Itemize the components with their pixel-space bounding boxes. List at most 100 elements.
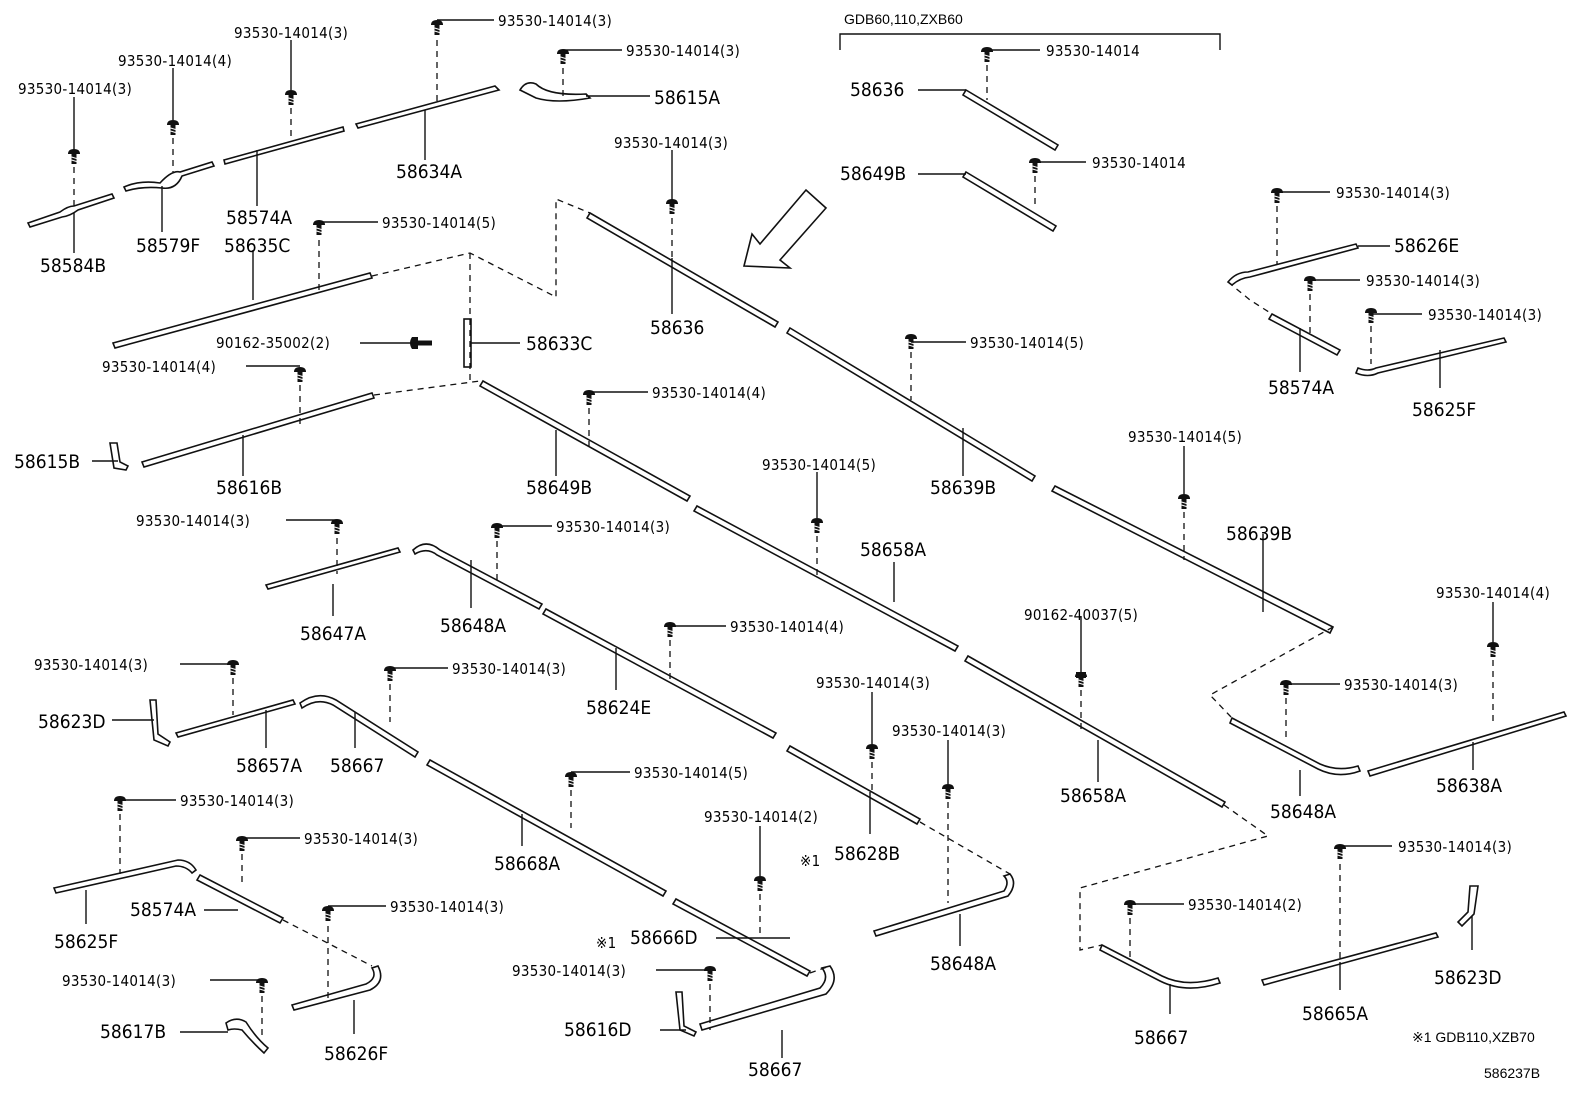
part-label: 58574A <box>226 207 292 229</box>
bracket-58623d-right <box>1456 885 1479 928</box>
screw-icon <box>67 148 81 165</box>
diagram-id: 586237B <box>1484 1065 1540 1081</box>
assembly-dashed-lines <box>73 40 1494 1040</box>
fastener-label: 90162-35002(2) <box>216 334 330 352</box>
strip-58636-alt <box>961 88 1060 152</box>
part-label: 58616D <box>564 1019 632 1041</box>
part-label: 58584B <box>40 255 106 277</box>
part-label: 58634A <box>396 161 462 183</box>
fastener-label: 93530-14014(5) <box>382 214 496 232</box>
strip-58635c <box>111 272 374 349</box>
screw-icon <box>564 771 578 788</box>
part-label: 58648A <box>1270 801 1336 823</box>
strip-58625f-left <box>52 859 198 894</box>
footnote: ※1 GDB110,XZB70 <box>1412 1029 1535 1045</box>
leader-lines <box>73 19 1494 1058</box>
applicability-bracket <box>839 33 1221 50</box>
screw-icon <box>665 198 679 215</box>
part-label: 58667 <box>748 1059 802 1081</box>
fastener-label: 93530-14014(5) <box>762 456 876 474</box>
fastener-label: 93530-14014(3) <box>892 722 1006 740</box>
fastener-label: 93530-14014(3) <box>18 80 132 98</box>
screw-icon <box>1279 679 1293 696</box>
part-label: 58657A <box>236 755 302 777</box>
screw-icon <box>113 795 127 812</box>
fastener-label: 93530-14014(3) <box>498 12 612 30</box>
part-label: 58648A <box>440 615 506 637</box>
strip-58626f <box>290 965 382 1011</box>
fastener-label: 93530-14014(3) <box>1344 676 1458 694</box>
bracket-58648a-mid <box>872 873 1015 937</box>
strip-58639b-left <box>785 326 1037 483</box>
fastener-label: 93530-14014(3) <box>626 42 740 60</box>
part-label: 58623D <box>38 711 106 733</box>
part-label: 58579F <box>136 235 200 257</box>
fastener-label: 93530-14014(3) <box>816 674 930 692</box>
screw-icon <box>1270 187 1284 204</box>
applicability-label: GDB60,110,ZXB60 <box>844 11 963 27</box>
fastener-label: 93530-14014(3) <box>304 830 418 848</box>
strip-58667-lower <box>698 965 835 1031</box>
bracket-58615a <box>518 82 592 102</box>
strip-58626e <box>1226 243 1360 287</box>
fastener-label: 93530-14014(5) <box>634 764 748 782</box>
strip-58634a <box>354 85 501 129</box>
screw-icon <box>430 19 444 36</box>
variant-mark: ※1 <box>596 934 617 952</box>
fastener-label: 93530-14014(3) <box>136 512 250 530</box>
part-label: 58616B <box>216 477 282 499</box>
part-label: 58665A <box>1302 1003 1368 1025</box>
screw-icon <box>941 783 955 800</box>
strip-58616b <box>140 392 376 468</box>
part-label: 58617B <box>100 1021 166 1043</box>
screw-icon <box>703 965 717 982</box>
screw-icon <box>980 46 994 63</box>
part-label: 58636 <box>850 79 904 101</box>
screw-icon <box>865 743 879 760</box>
bolt-icon <box>1076 672 1086 678</box>
part-labels: 58634A 58615A 58574A 58584B 58579F 58635… <box>14 79 1502 1081</box>
part-label: 58574A <box>130 899 196 921</box>
screw-icon <box>663 621 677 638</box>
strip-58625f-right <box>1354 337 1508 377</box>
fastener-label: 93530-14014(3) <box>556 518 670 536</box>
part-label: 58626E <box>1394 235 1459 257</box>
part-label: 58623D <box>1434 967 1502 989</box>
fastener-label: 93530-14014(5) <box>970 334 1084 352</box>
strip-58648a-right <box>1228 716 1362 776</box>
fastener-label: 93530-14014(4) <box>1436 584 1550 602</box>
fastener-label: 93530-14014(4) <box>102 358 216 376</box>
strip-58648a-top <box>412 543 544 611</box>
fastener-label: 93530-14014(3) <box>452 660 566 678</box>
strip-58649b-main <box>478 379 692 503</box>
part-label: 58574A <box>1268 377 1334 399</box>
fastener-label: 93530-14014(3) <box>512 962 626 980</box>
strip-58574a-right <box>1267 312 1342 357</box>
strip-58574a-left <box>195 873 285 925</box>
strip-58584b <box>26 193 116 228</box>
screw-icon <box>1303 275 1317 292</box>
part-label: 58666D <box>630 927 698 949</box>
fastener-label: 93530-14014 <box>1092 154 1186 172</box>
part-label: 58648A <box>930 953 996 975</box>
screw-icon <box>293 366 307 383</box>
strip-58665a <box>1260 932 1440 986</box>
fastener-label: 93530-14014(2) <box>1188 896 1302 914</box>
fastener-label: 93530-14014(3) <box>34 656 148 674</box>
fastener-labels: 93530-14014(3) 93530-14014(3) 93530-1401… <box>18 12 1550 990</box>
part-label: 58638A <box>1436 775 1502 797</box>
fastener-label: 93530-14014(2) <box>704 808 818 826</box>
part-label: 58625F <box>1412 399 1476 421</box>
fastener-label: 90162-40037(5) <box>1024 606 1138 624</box>
part-label: 58639B <box>930 477 996 499</box>
bracket-58617b <box>225 1018 270 1055</box>
fastener-label: 93530-14014(4) <box>652 384 766 402</box>
screw-icon <box>1364 307 1378 324</box>
strip-58667-upper <box>299 694 420 759</box>
bracket-58615b <box>109 442 130 471</box>
fastener-label: 93530-14014(3) <box>1336 184 1450 202</box>
part-label: 58633C <box>526 333 592 355</box>
bracket-58623d-left <box>149 699 172 748</box>
strip-58628b <box>785 744 922 826</box>
